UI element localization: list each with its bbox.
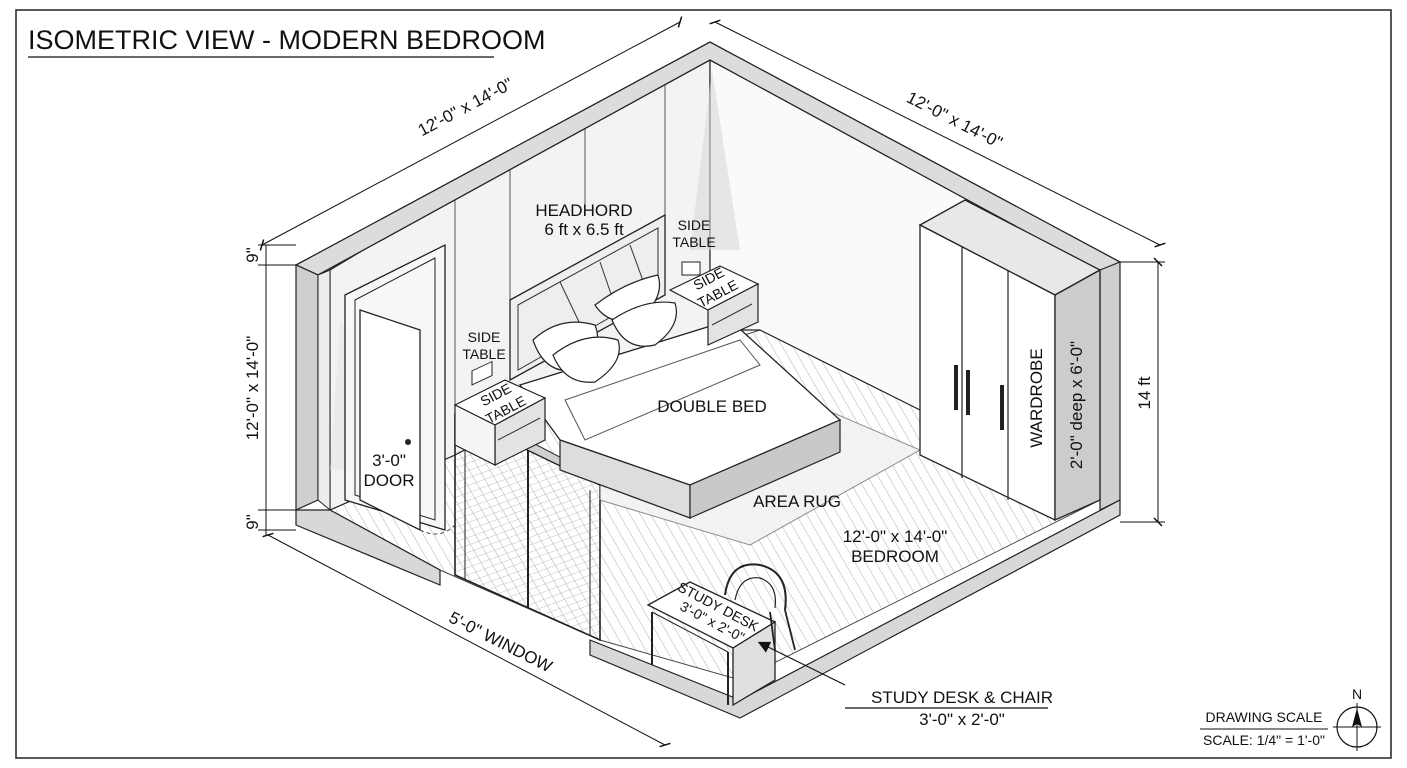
bed-base-side [689,419,841,519]
scale-heading: DRAWING SCALE [1206,709,1323,725]
door-leaf[interactable] [359,309,421,532]
side-table-right [668,265,760,346]
right-wall-edge [1099,261,1121,511]
dimension-line-window [262,532,671,748]
wardrobe-handle-icon [954,365,958,410]
wardrobe-handle-icon [966,370,970,415]
wardrobe-depth-label: 2'-0" deep x 6'-0" [1067,341,1086,469]
dimension-window: 5'-0" WINDOW [446,608,555,676]
dimension-top-right: 12'-0" x 14'-0" [904,88,1006,152]
desk-callout-label: STUDY DESK & CHAIR [871,688,1053,707]
side-table-label: TABLE [462,346,505,362]
scale-value: SCALE: 1/4" = 1'-0" [1203,732,1325,748]
dimension-line-top-left [259,16,683,251]
headboard-size-label: 6 ft x 6.5 ft [544,220,624,239]
wardrobe-label: WARDROBE [1027,348,1046,448]
north-label: N [1352,686,1362,702]
left-wall-inner [317,269,331,512]
bed-blanket-fold [564,339,761,441]
pillow [552,336,620,383]
door-label: DOOR [364,471,415,490]
headboard-label: HEADHORD [535,201,632,220]
dimension-right-height: 14 ft [1135,376,1154,409]
bedroom-label: BEDROOM [851,547,939,566]
desk-callout-leader [757,641,846,686]
dimension-left-bottom-thickness: 9" [243,514,262,530]
door-handle-icon [405,439,411,445]
wardrobe-handle-icon [1000,385,1004,430]
bed-label: DOUBLE BED [657,397,767,416]
dimension-left-top-thickness: 9" [243,247,262,263]
rug-label: AREA RUG [753,492,841,511]
wall-outlet-icon [471,360,493,386]
wall-outlet-icon [681,261,701,276]
wardrobe-side [1054,268,1101,522]
dimension-line-top-right [709,19,1166,248]
side-table-left [453,379,547,466]
page-title: ISOMETRIC VIEW - MODERN BEDROOM [28,25,546,55]
dimension-top-left: 12'-0" x 14'-0" [415,74,516,140]
door-swing-arc [419,524,456,535]
door-size-label: 3'-0" [372,451,406,470]
side-table-label: TABLE [672,234,715,250]
north-arrow-icon [1333,703,1381,751]
bedroom-size-label: 12'-0" x 14'-0" [843,527,948,546]
dimension-left-height: 12'-0" x 14'-0" [243,336,262,441]
door-frame-inner [354,257,436,521]
side-table-label: SIDE [678,217,711,233]
left-wall-edge [295,264,319,511]
side-table-label: SIDE [468,329,501,345]
study-chair [724,563,796,651]
pillow [611,301,677,347]
sheet-border [15,9,1392,759]
desk-callout-size: 3'-0" x 2'-0" [919,710,1005,729]
